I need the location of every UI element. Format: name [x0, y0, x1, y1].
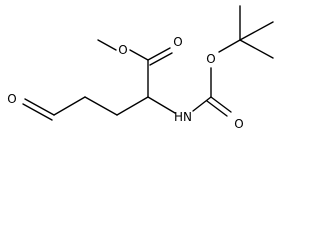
bond-ester-c-o-double-1: [147, 47, 171, 61]
structure-canvas: O O O HN O O: [7, 5, 274, 131]
nh-label: HN: [174, 110, 192, 124]
bond-nh-carbamate-c: [192, 96, 212, 112]
bond-alpha-nh: [147, 96, 176, 114]
ester-carbonyl-oxygen-label: O: [173, 35, 182, 49]
bond-tbutyl-me-bottom: [239, 39, 274, 59]
bond-ch2-ch2: [84, 96, 118, 116]
carbamate-carbonyl-oxygen-label: O: [234, 117, 243, 131]
bond-methyl-o: [97, 39, 117, 51]
ester-ether-oxygen-label: O: [118, 43, 127, 57]
bond-carbamate-c-o-double-1: [210, 96, 232, 113]
carbamate-ether-oxygen-label: O: [206, 52, 215, 66]
chemical-structure: O O O HN O O: [7, 5, 274, 131]
aldehyde-oxygen-label: O: [7, 92, 16, 106]
bond-o-ester-carbon: [129, 49, 149, 61]
bond-o-tbutyl-c: [218, 39, 241, 53]
bond-alpha-ch2: [116, 96, 149, 116]
bond-carbamate-c-o-double-2: [206, 100, 228, 117]
bond-ch2-cho: [53, 96, 86, 116]
bond-tbutyl-me-right: [239, 21, 274, 41]
bond-aldehyde-double-1: [24, 98, 55, 116]
bond-ester-c-o-double-2: [149, 52, 173, 66]
bond-aldehyde-double-2: [22, 103, 53, 121]
